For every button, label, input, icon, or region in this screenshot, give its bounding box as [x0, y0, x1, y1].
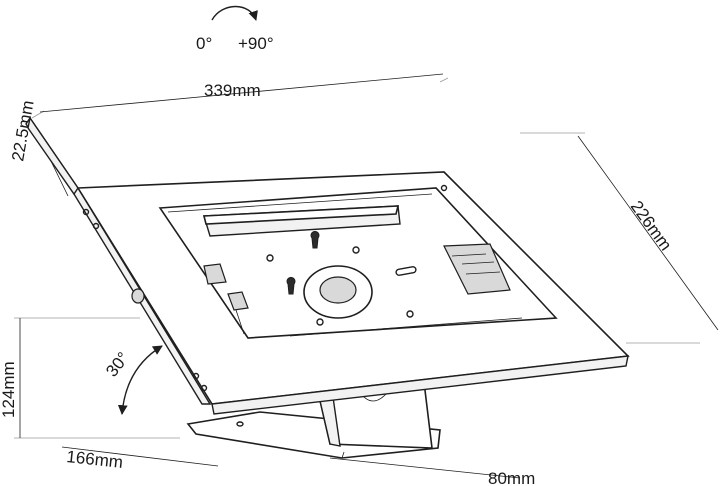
dimension-base-height: 124mm	[0, 317, 180, 439]
dimension-line-base-depth	[61, 446, 219, 467]
screw-1	[266, 254, 274, 262]
dimension-base-depth: 166mm	[61, 446, 219, 472]
base-screw-hole	[236, 421, 244, 427]
enclosure-depth-edge	[27, 116, 79, 196]
base-depth-label: 166mm	[66, 447, 124, 472]
rotation-end-label: +90°	[238, 34, 274, 53]
side-hole-1	[82, 208, 90, 216]
right-latch-detail	[451, 253, 501, 275]
base-height-label: 124mm	[0, 361, 18, 418]
tablet-enclosure	[25, 116, 630, 415]
rotation-start-label: 0°	[196, 34, 212, 53]
oblong-slot	[395, 266, 417, 276]
dimension-depth: 22.5mm	[8, 99, 69, 197]
dimension-line-base-width	[329, 457, 521, 479]
dimension-line-width	[39, 73, 444, 113]
base-width-label: 80mm	[488, 469, 535, 486]
base-plate-edge	[187, 423, 345, 459]
side-hole-2	[92, 222, 100, 230]
top-clamp-bar-face	[202, 205, 400, 225]
rotation-indicator: 0° +90°	[196, 5, 274, 53]
left-clip-lower	[227, 291, 249, 311]
screw-2	[352, 246, 360, 254]
dimension-line-panel-height	[577, 135, 719, 331]
dimension-width: 339mm	[31, 73, 449, 119]
screen-window-inner-edge	[167, 193, 523, 337]
width-label: 339mm	[204, 81, 261, 100]
right-latch	[443, 243, 511, 295]
side-hole-3	[192, 372, 200, 380]
screw-5	[440, 184, 448, 192]
screw-3	[316, 318, 324, 326]
keyhole-slot-upper	[310, 230, 320, 249]
screw-4	[406, 310, 414, 318]
dimension-tilt-angle: 30°	[102, 345, 163, 415]
rotation-arrow	[211, 5, 258, 21]
panel-height-label: 226mm	[627, 197, 676, 254]
side-lock	[131, 288, 145, 304]
mount-hub-inner	[319, 276, 357, 304]
enclosure-bottom-lip	[211, 355, 629, 415]
side-hole-4	[200, 384, 208, 392]
angle-arc	[117, 345, 163, 415]
dimension-base-width: 80mm	[329, 457, 535, 486]
keyhole-slot-lower	[286, 276, 296, 295]
extension-line-right	[439, 77, 449, 83]
tilt-angle-label: 30°	[102, 348, 133, 380]
left-clip-upper	[203, 263, 227, 285]
